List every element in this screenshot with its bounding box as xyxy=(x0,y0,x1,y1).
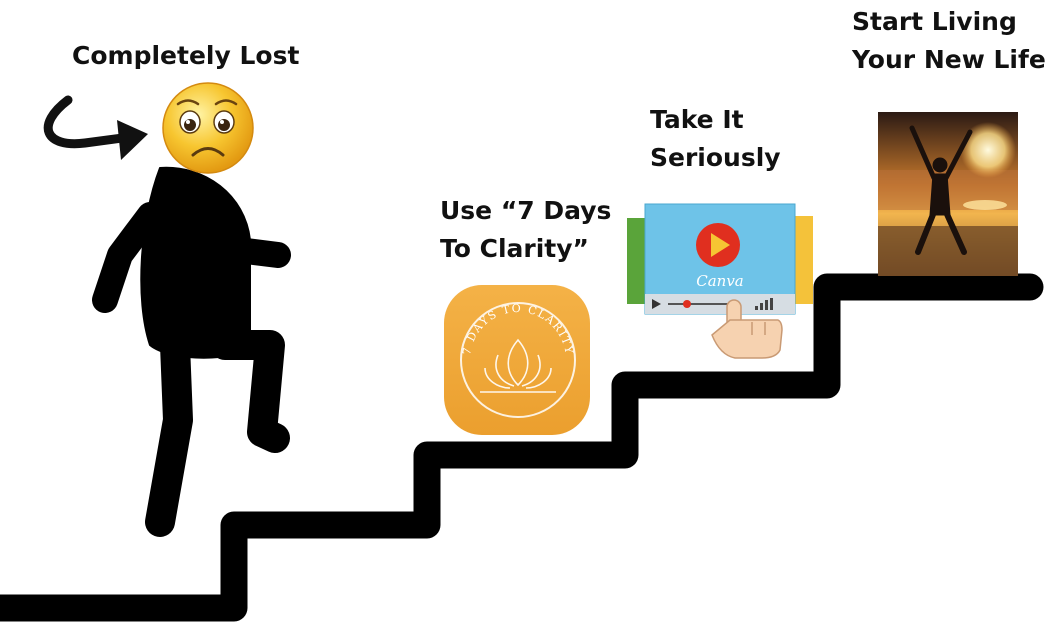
lotus-icon xyxy=(480,338,556,393)
seven-days-badge: 7 DAYS TO CLARITY xyxy=(444,285,590,435)
step-label-completely-lost: Completely Lost xyxy=(72,41,300,70)
video-brand: Canva xyxy=(696,272,744,290)
curved-arrow-icon xyxy=(43,95,148,160)
step-label-seven-days-to-clarity: Use “7 Days To Clarity” xyxy=(440,196,612,263)
staircase xyxy=(0,273,1044,622)
sad-face-emoji-icon xyxy=(162,82,254,174)
hand-pointer-icon xyxy=(711,299,783,359)
video-player-illustration: Canva xyxy=(627,203,813,359)
beach-sunset-photo xyxy=(878,112,1018,276)
walking-figure xyxy=(92,166,291,537)
play-icon xyxy=(696,223,740,267)
step-label-take-it-seriously: Take It Seriously xyxy=(650,105,781,172)
step-label-start-living: Start Living Your New Life xyxy=(852,7,1046,74)
